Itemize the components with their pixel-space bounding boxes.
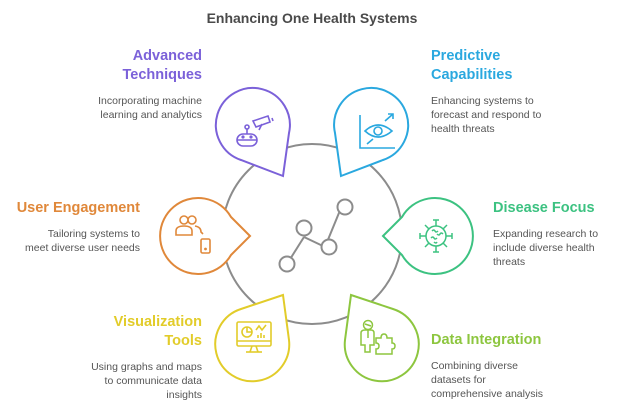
desc-advanced-techniques-1: Incorporating machine	[98, 95, 202, 107]
desc-visualization-tools-3: insights	[166, 389, 202, 401]
heading-visualization-tools-2: Tools	[164, 333, 202, 349]
desc-data-integration-2: datasets for	[431, 374, 486, 386]
label-user-engagement: User Engagement Tailoring systems to mee…	[0, 199, 140, 255]
label-advanced-techniques: Advanced Techniques Incorporating machin…	[40, 47, 202, 122]
monitor-charts-icon	[236, 321, 272, 353]
desc-data-integration-3: comprehensive analysis	[431, 388, 544, 400]
label-visualization-tools: Visualization Tools Using graphs and map…	[40, 313, 202, 402]
desc-predictive-capabilities-3: health threats	[431, 123, 495, 135]
desc-predictive-capabilities-2: forecast and respond to	[431, 109, 542, 121]
desc-visualization-tools-1: Using graphs and maps	[91, 361, 202, 373]
heading-predictive-capabilities-2: Capabilities	[431, 67, 513, 83]
desc-disease-focus-2: include diverse health	[493, 242, 595, 254]
eye-trend-chart-icon	[359, 113, 395, 149]
desc-user-engagement-1: Tailoring systems to	[47, 228, 140, 240]
petal-predictive-capabilities[interactable]	[333, 86, 410, 178]
robot-camera-icon	[236, 114, 274, 147]
label-disease-focus: Disease Focus Expanding research to incl…	[493, 199, 623, 269]
line-graph-nodes-icon	[278, 198, 354, 273]
label-data-integration: Data Integration Combining diverse datas…	[431, 331, 611, 401]
desc-user-engagement-2: meet diverse user needs	[25, 242, 140, 254]
virus-icon	[419, 219, 453, 253]
heading-disease-focus: Disease Focus	[493, 200, 595, 216]
desc-advanced-techniques-2: learning and analytics	[100, 109, 202, 121]
heading-advanced-techniques-2: Techniques	[122, 67, 203, 83]
petal-visualization-tools[interactable]	[214, 293, 291, 383]
desc-predictive-capabilities-1: Enhancing systems to	[431, 95, 534, 107]
heading-visualization-tools-1: Visualization	[113, 314, 202, 330]
diagram-title: Enhancing One Health Systems	[206, 10, 418, 26]
users-phone-icon	[175, 215, 211, 254]
petal-disease-focus[interactable]	[381, 197, 474, 275]
desc-data-integration-1: Combining diverse	[431, 360, 518, 372]
petal-advanced-techniques[interactable]	[214, 86, 291, 178]
desc-visualization-tools-2: to communicate data	[104, 375, 202, 387]
desc-disease-focus-1: Expanding research to	[493, 228, 599, 240]
heading-user-engagement: User Engagement	[16, 200, 140, 216]
petal-data-integration[interactable]	[343, 293, 420, 383]
label-predictive-capabilities: Predictive Capabilities Enhancing system…	[431, 47, 611, 136]
heading-data-integration: Data Integration	[431, 332, 542, 348]
desc-disease-focus-3: threats	[493, 256, 526, 268]
heading-advanced-techniques-1: Advanced	[132, 48, 202, 64]
petal-user-engagement[interactable]	[159, 197, 252, 275]
person-puzzle-icon	[360, 319, 396, 355]
heading-predictive-capabilities-1: Predictive	[431, 48, 501, 64]
